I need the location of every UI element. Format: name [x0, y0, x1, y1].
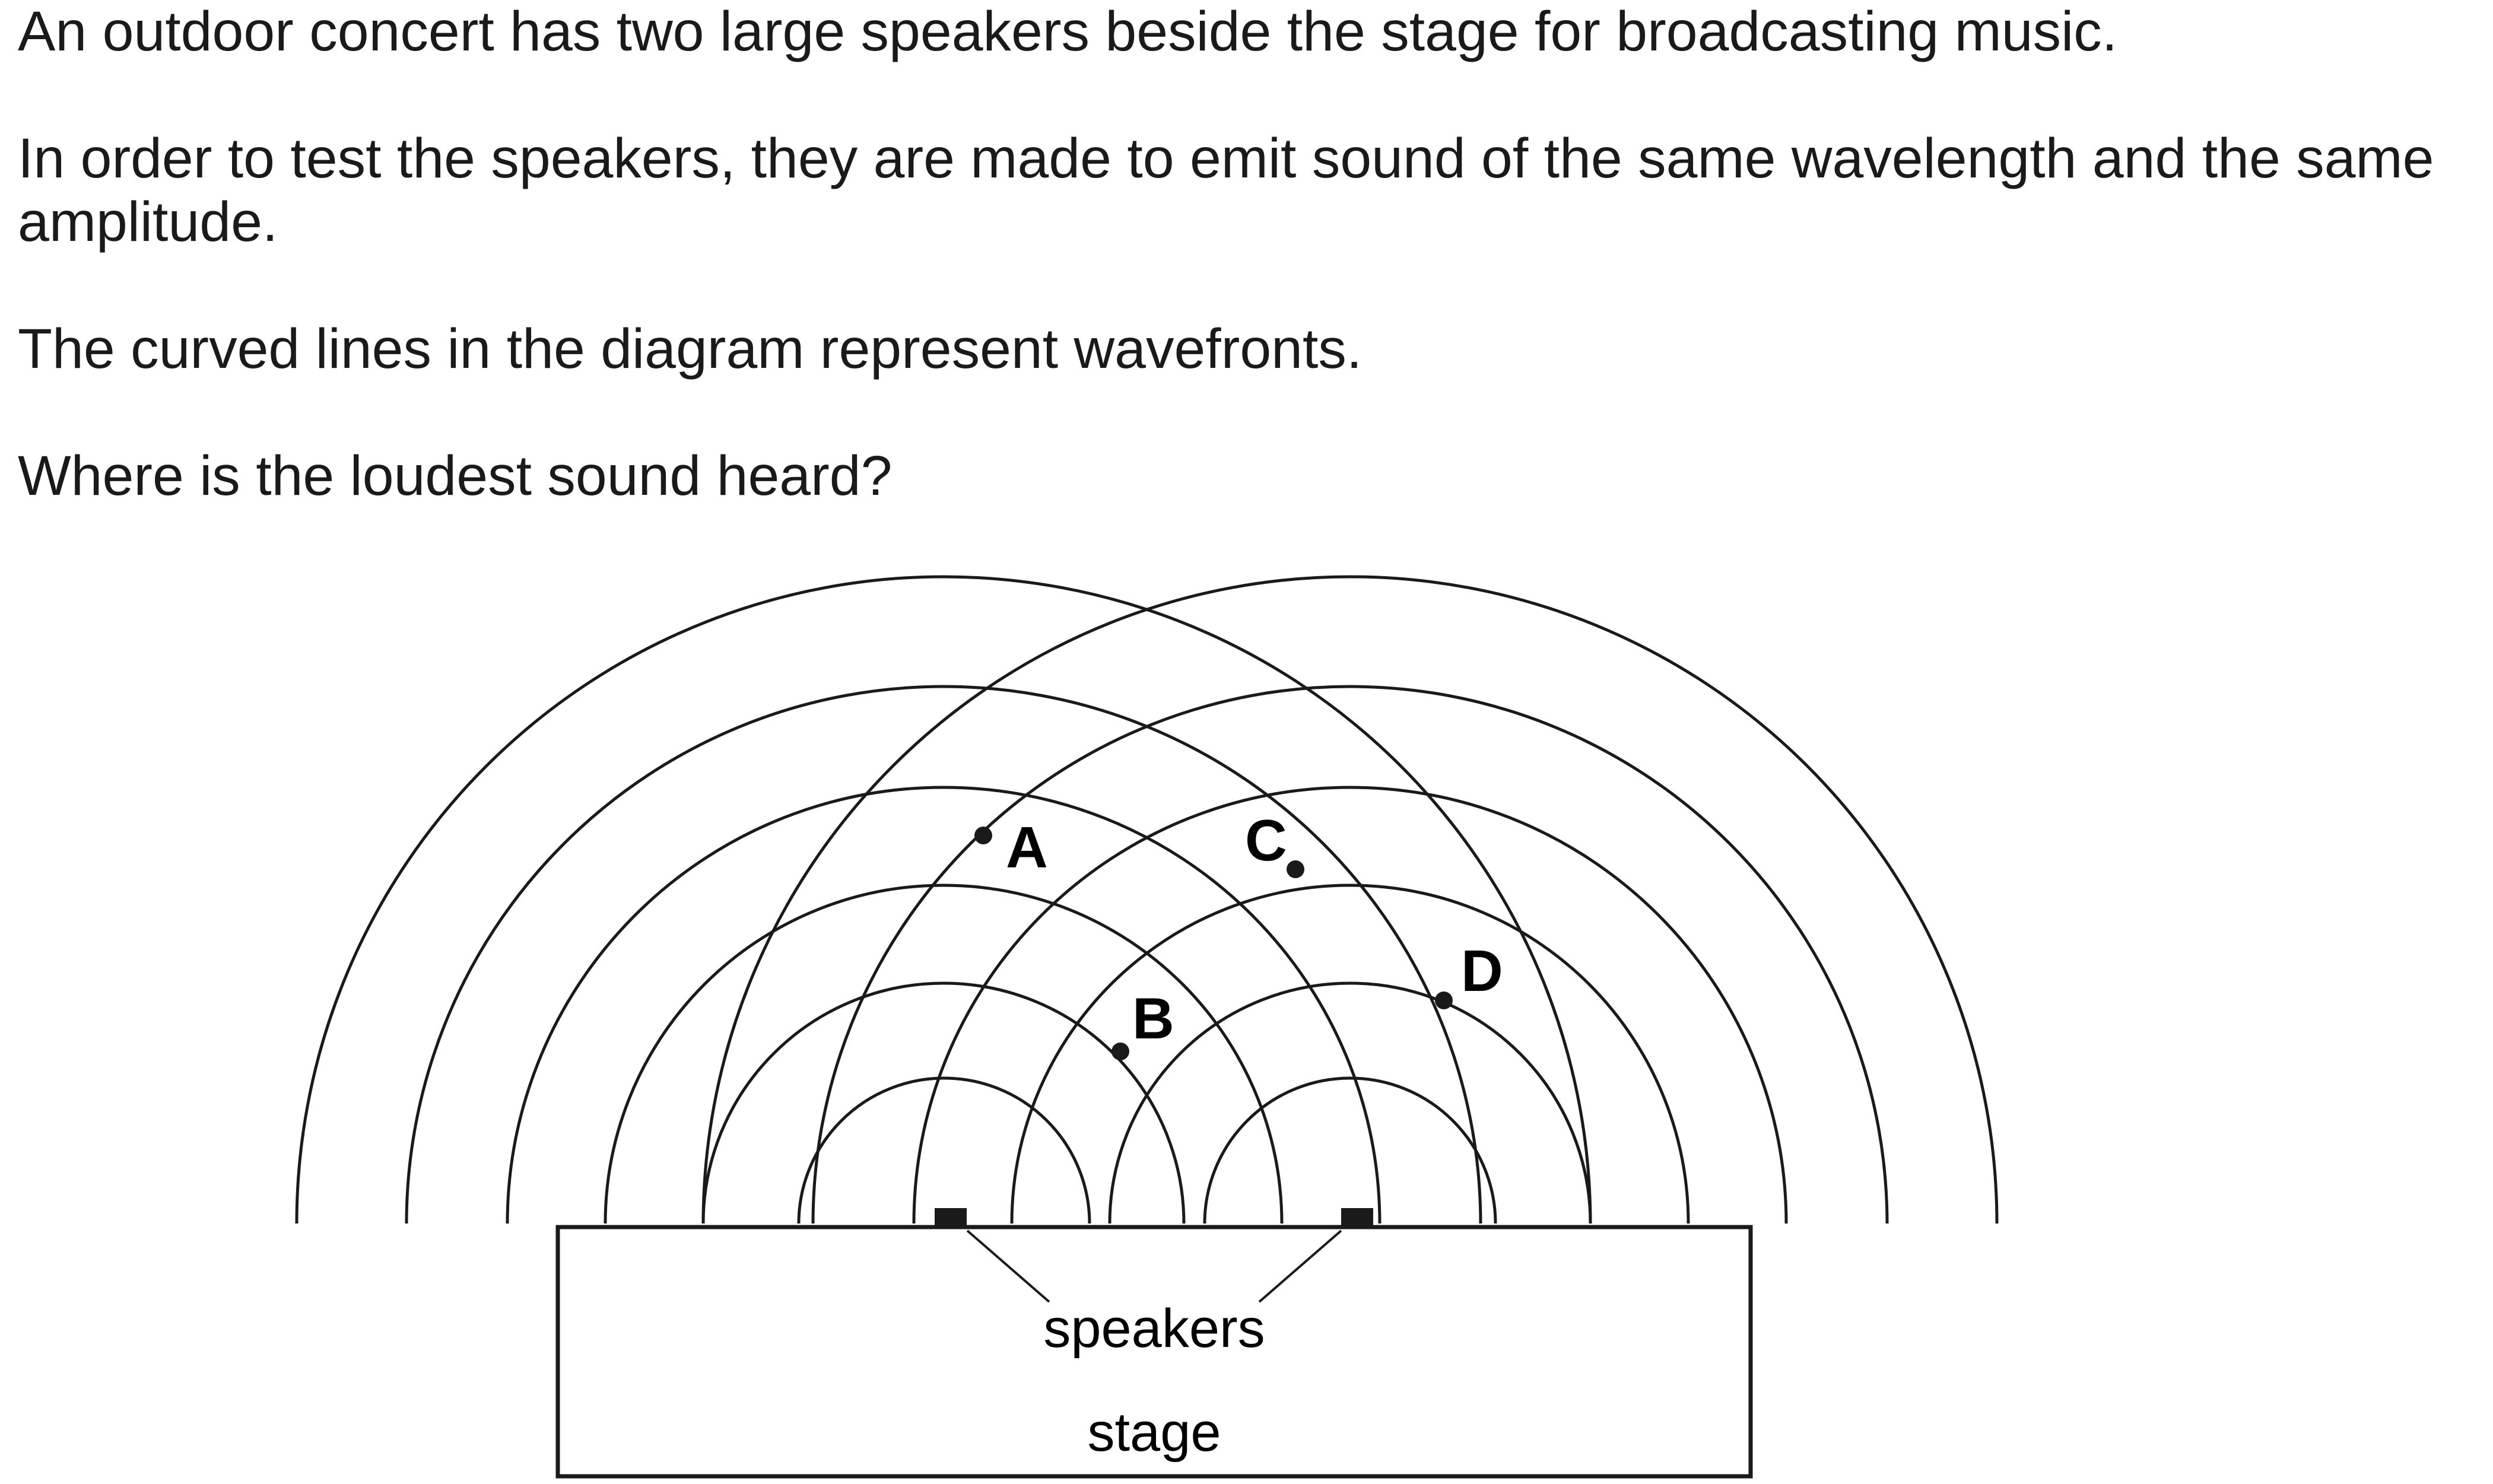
stage-label: stage	[1087, 1402, 1221, 1463]
question-prompt: Where is the loudest sound heard?	[18, 444, 893, 507]
question-text: An outdoor concert has two large speaker…	[18, 0, 2451, 571]
point-b-dot	[1111, 1043, 1129, 1060]
wavefront-left-4	[506, 786, 1382, 1224]
wavefront-right-4	[912, 786, 1788, 1224]
wavefront-left-6	[295, 575, 1592, 1224]
wavefront-left-5	[405, 685, 1482, 1224]
question-test-description: In order to test the speakers, they are …	[18, 127, 2434, 253]
point-c-label: C	[1245, 808, 1287, 873]
wavefront-right-5	[811, 685, 1889, 1224]
question-intro: An outdoor concert has two large speaker…	[18, 0, 2118, 63]
point-a-label: A	[1006, 815, 1048, 880]
left-speaker	[935, 1208, 967, 1227]
wavefront-left-3	[604, 884, 1284, 1224]
stage-box	[555, 1225, 1753, 1479]
speaker-leader-line-right	[1258, 1229, 1342, 1303]
right-speaker-wavefronts	[701, 575, 1999, 1224]
wavefront-left-1	[797, 1076, 1091, 1224]
wavefront-right-2	[1108, 981, 1592, 1224]
wavefront-right-1	[1203, 1076, 1497, 1224]
point-d-dot	[1435, 992, 1453, 1009]
speaker-leader-line-left	[966, 1229, 1050, 1303]
wavefront-right-6	[701, 575, 1999, 1224]
right-speaker	[1341, 1208, 1373, 1227]
wavefront-right-3	[1010, 884, 1690, 1224]
point-b-label: B	[1132, 986, 1174, 1051]
point-a-dot	[974, 827, 992, 844]
left-speaker-wavefronts	[295, 575, 1592, 1224]
wavefront-left-2	[701, 981, 1186, 1224]
speakers-label: speakers	[1043, 1298, 1265, 1359]
point-d-label: D	[1461, 938, 1503, 1003]
point-c-dot	[1287, 860, 1304, 878]
question-wavefront-note: The curved lines in the diagram represen…	[18, 317, 1363, 380]
